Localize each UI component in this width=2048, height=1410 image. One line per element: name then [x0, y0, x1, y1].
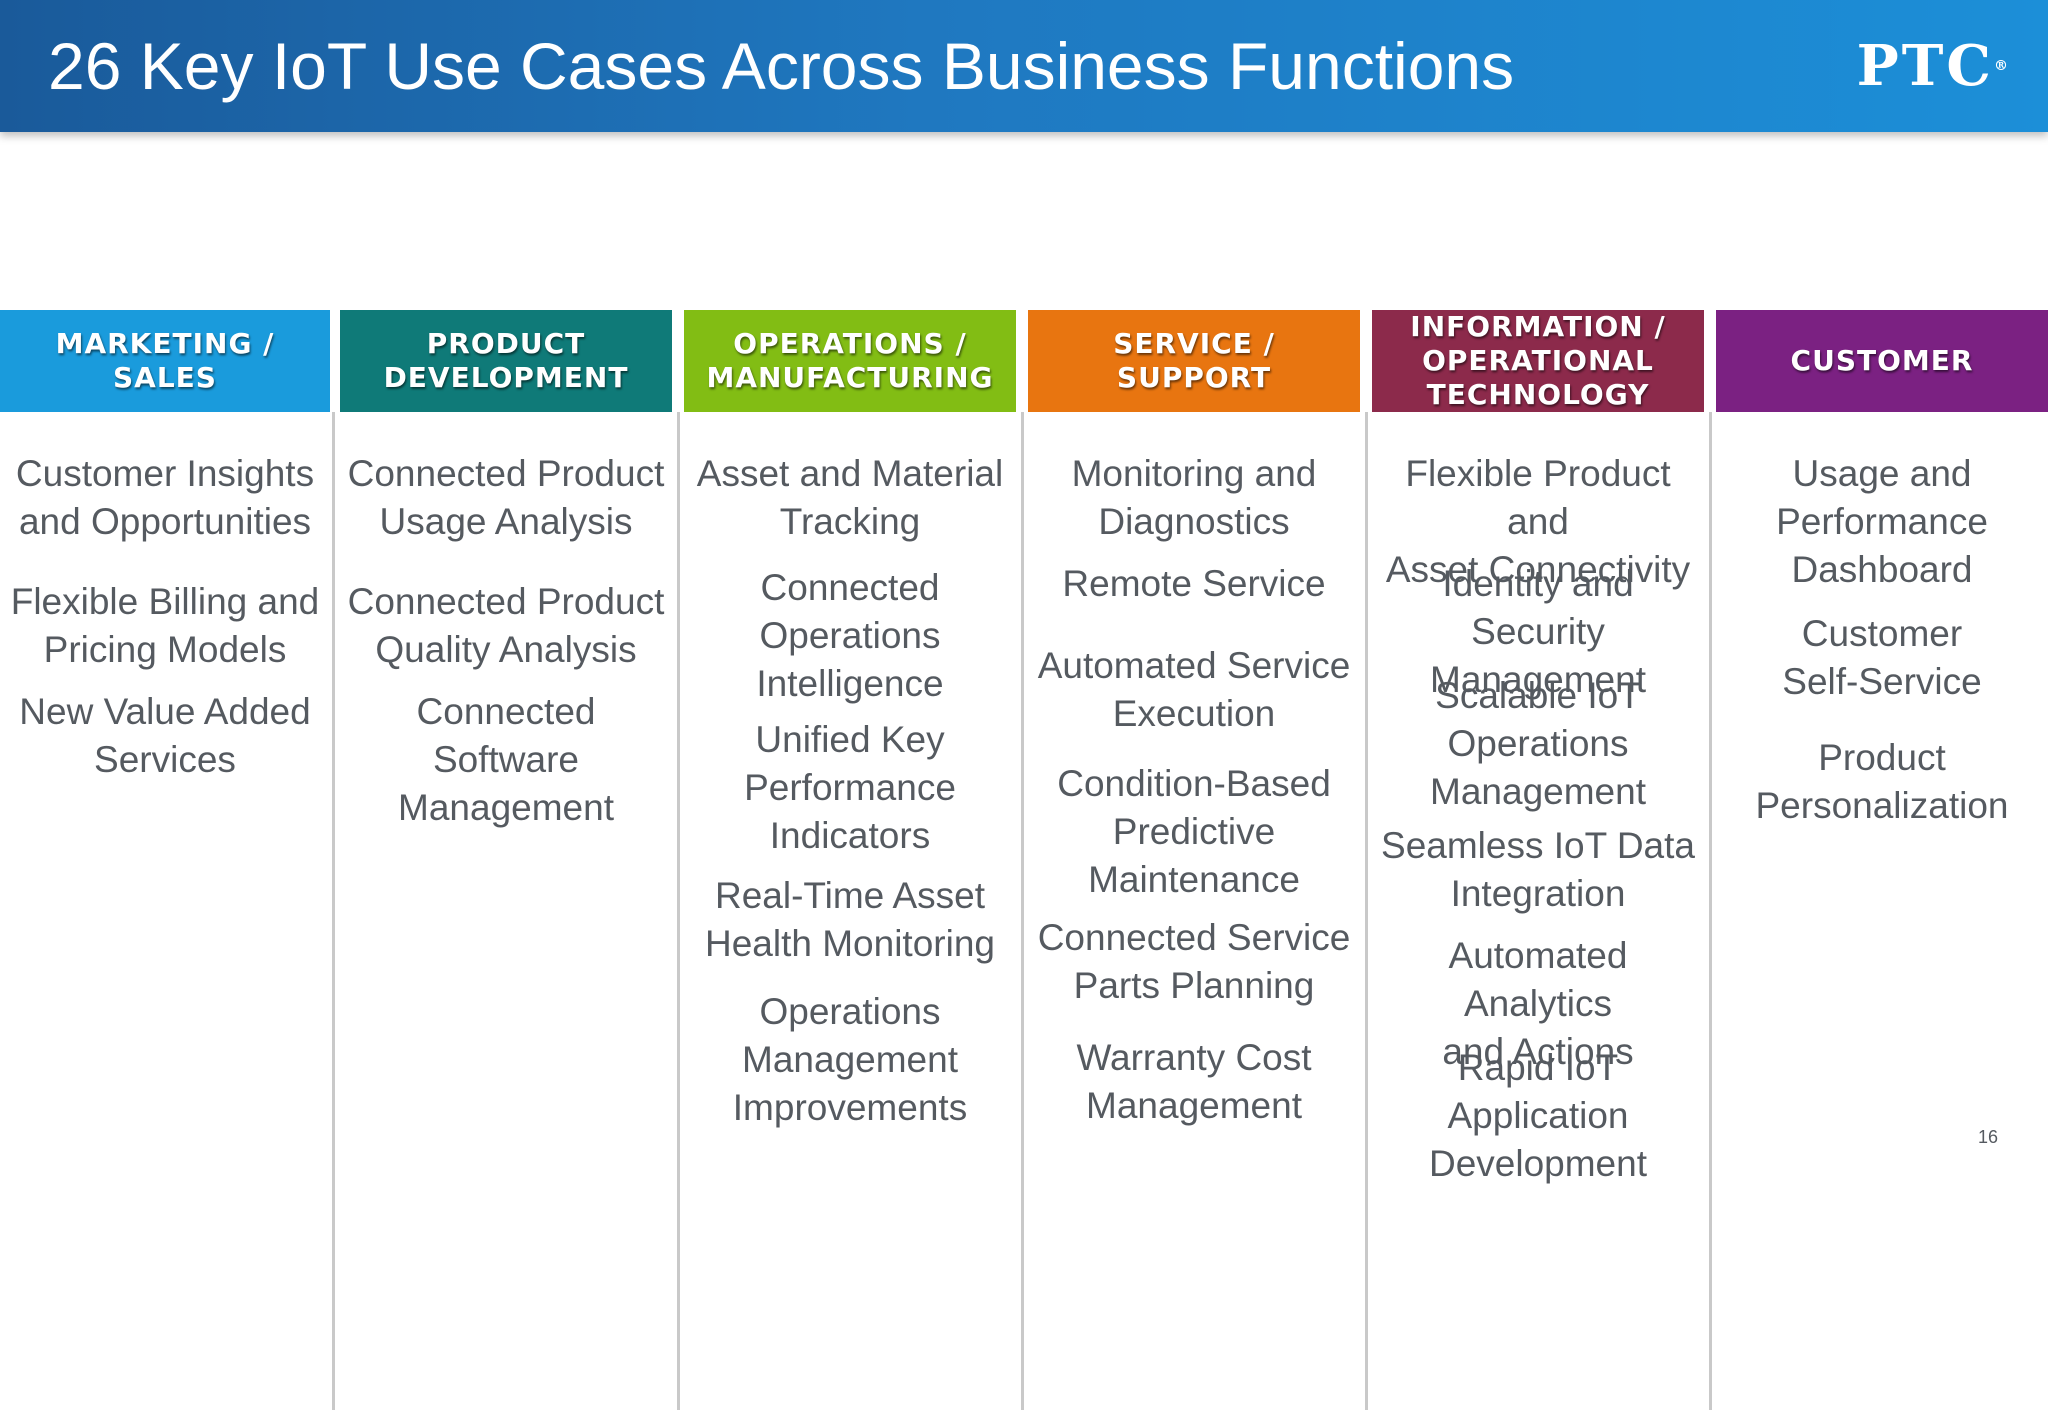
column-header: MARKETING /SALES [0, 310, 330, 412]
column-divider [1709, 412, 1712, 1410]
column-divider [332, 412, 335, 1410]
column-divider [1365, 412, 1368, 1410]
column-divider [677, 412, 680, 1410]
registered-mark: ® [1994, 58, 2008, 74]
logo-text: PTC [1856, 33, 1994, 99]
column-divider [1021, 412, 1024, 1410]
column-header: OPERATIONS /MANUFACTURING [684, 310, 1016, 412]
column-header: SERVICE /SUPPORT [1028, 310, 1360, 412]
use-case-item: Remote Service [1062, 563, 1326, 604]
page-title: 26 Key IoT Use Cases Across Business Fun… [48, 29, 1515, 103]
ptc-logo: PTC® [1857, 36, 2008, 96]
column-header: CUSTOMER [1716, 310, 2048, 412]
column-operations-manufacturing: OPERATIONS /MANUFACTURING Asset and Mate… [684, 310, 1016, 1128]
page-number: 16 [1977, 1127, 1998, 1147]
title-bar: 26 Key IoT Use Cases Across Business Fun… [0, 0, 2048, 132]
